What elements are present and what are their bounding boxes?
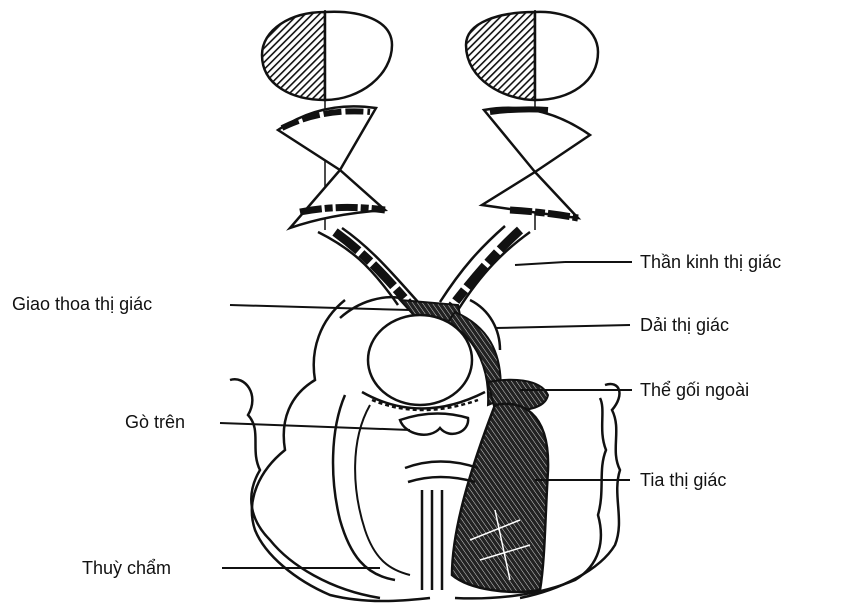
right-optic-nerve [440,226,530,310]
left-eye [278,106,385,228]
label-lateral-geniculate: Thể gối ngoài [640,380,749,400]
label-occipital-lobe: Thuỳ chẩm [82,558,171,578]
label-optic-nerve: Thần kinh thị giác [640,252,781,272]
optic-radiation [452,404,548,592]
label-superior-colliculus: Gò trên [125,412,185,432]
label-optic-chiasm: Giao thoa thị giác [12,294,152,314]
left-optic-radiation [333,395,395,580]
superior-colliculus [400,413,468,434]
right-eye [482,108,590,218]
left-optic-nerve [318,228,418,305]
label-optic-radiation: Tia thị giác [640,470,726,490]
label-optic-tract: Dải thị giác [640,315,729,335]
